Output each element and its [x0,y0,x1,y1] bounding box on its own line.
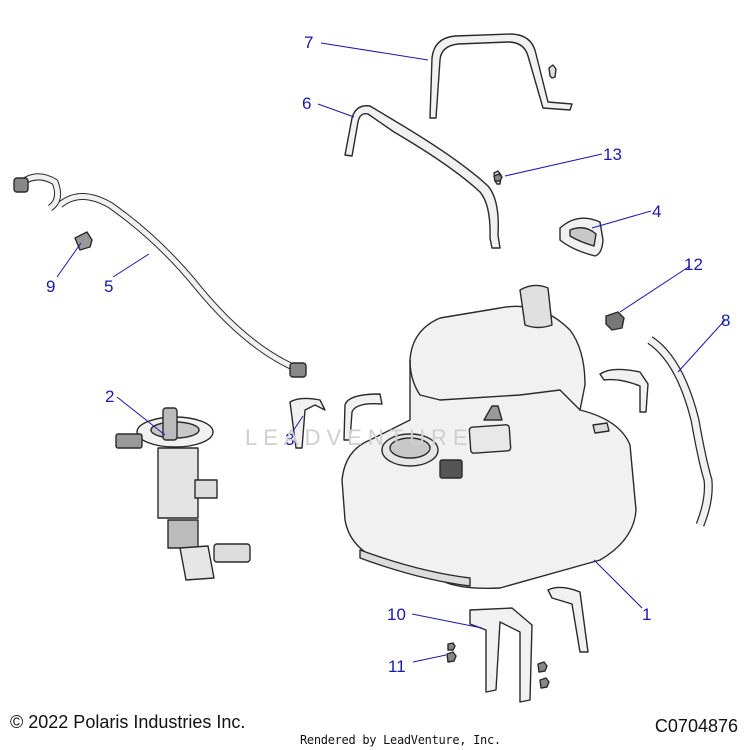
tank-pad-left [343,393,383,441]
callout-12: 12 [684,255,703,274]
watermark: LEADVENTURE [245,425,474,450]
part-3-pad [289,397,326,449]
callout-1: 1 [642,605,651,624]
part-1-fuel-tank [341,284,637,590]
part-4-cap [559,217,604,257]
callout-8: 8 [721,311,730,330]
part-8-hose [647,336,713,527]
callout-13: 13 [603,145,622,164]
callouts: 7 6 13 4 12 8 9 5 2 3 1 10 11 [46,33,730,676]
callout-6: 6 [302,94,311,113]
part-7-strap [429,33,573,119]
part-12-clamp [605,311,625,331]
leader-lines [56,42,726,663]
callout-10: 10 [387,605,406,624]
callout-2: 2 [105,387,114,406]
tank-pad-right [599,368,649,413]
callout-4: 4 [652,202,661,221]
document-number: C0704876 [654,716,738,736]
part-13-screw [493,173,503,182]
callout-9: 9 [46,277,55,296]
rendered-by-text: Rendered by LeadVenture, Inc. [300,733,501,747]
callout-7: 7 [304,33,313,52]
callout-3: 3 [285,430,294,449]
part-5-vent-line [13,173,307,378]
copyright-text: © 2022 Polaris Industries Inc. [10,712,246,732]
callout-5: 5 [104,277,113,296]
part-2-fuel-pump [115,407,251,581]
part-6-strap [344,105,502,249]
callout-11: 11 [388,657,406,676]
part-10-bracket [469,607,533,703]
tank-pad-bottom [547,586,589,653]
part-11-fasteners [446,642,550,689]
